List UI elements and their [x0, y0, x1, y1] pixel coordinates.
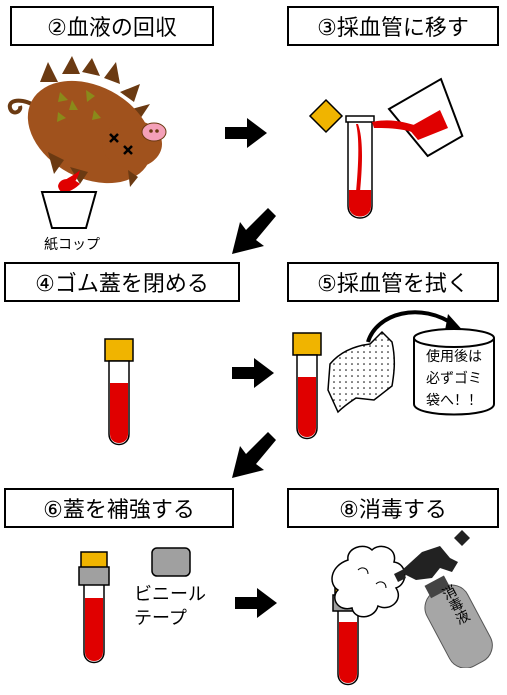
trash-can-line-3: 袋へ！！ — [426, 393, 482, 409]
tube-icon — [104, 338, 134, 446]
cloud-icon — [331, 545, 406, 618]
arrow-right-icon — [232, 358, 274, 388]
boar-icon — [7, 56, 167, 193]
tube-icon — [78, 551, 110, 664]
step-2-title: ②血液の回収 — [10, 6, 214, 46]
tape-label-line-1: ビニール — [134, 584, 206, 605]
arrow-down-left-icon — [232, 208, 276, 254]
trash-can-line-1: 使用後は — [426, 349, 482, 365]
paper-cup-label: 紙コップ — [44, 237, 100, 253]
tape-icon — [151, 547, 191, 577]
trash-can-line-2: 必ずゴミ — [426, 371, 482, 387]
paper-cup-icon — [40, 191, 98, 229]
arrow-right-icon — [225, 118, 267, 148]
spray-bottle-icon — [394, 530, 493, 668]
step-4-title: ④ゴム蓋を閉める — [4, 262, 240, 302]
step-3-title: ③採血管に移す — [287, 6, 499, 46]
blood-drop-icon — [60, 170, 80, 190]
step-6-title: ⑥蓋を補強する — [4, 488, 234, 528]
tube-icon — [292, 332, 322, 440]
arrow-right-icon — [235, 588, 277, 618]
trash-can-icon — [413, 328, 495, 416]
tape-label-line-2: テープ — [134, 608, 187, 629]
step-5-title: ⑤採血管を拭く — [287, 262, 499, 302]
step-8-title: ⑧消毒する — [287, 488, 499, 528]
arrow-down-left-icon — [232, 432, 276, 478]
transfer-blood-illustration — [308, 77, 464, 219]
